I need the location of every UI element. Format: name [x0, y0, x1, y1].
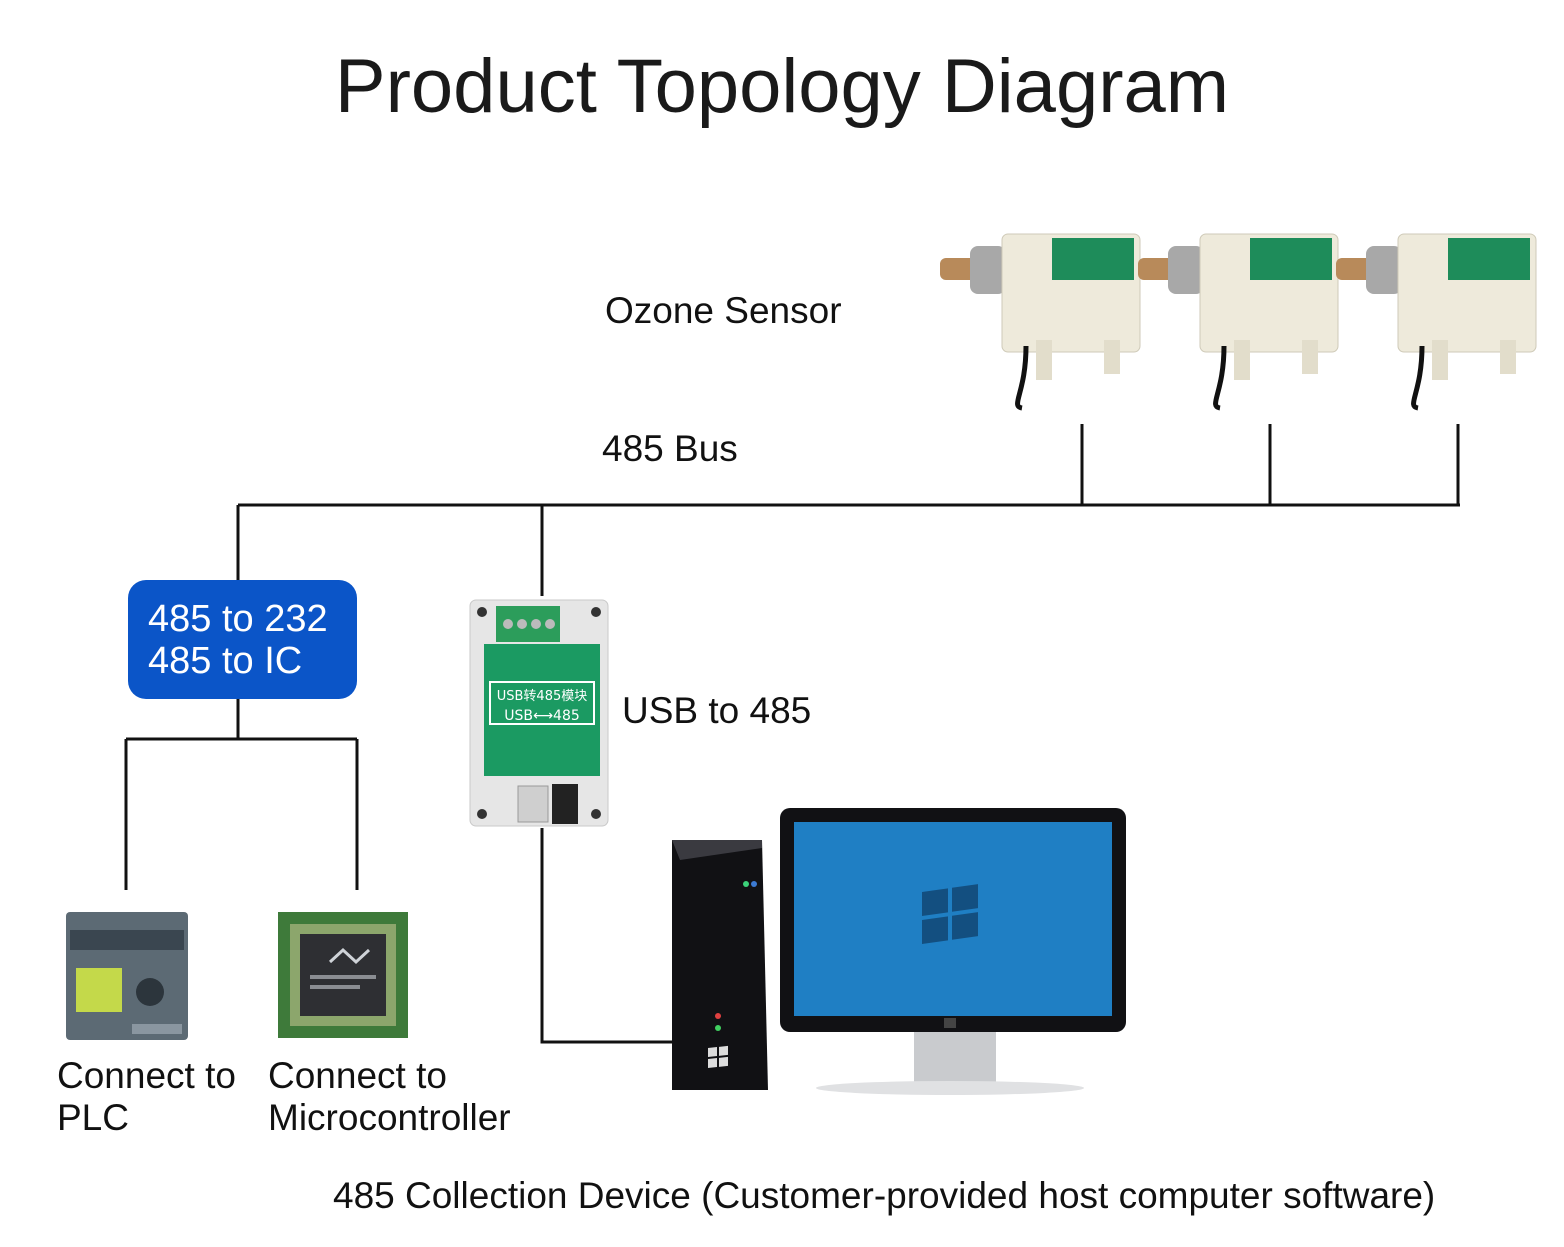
- pc-tower-icon: [672, 840, 768, 1090]
- plc-icon: [66, 912, 188, 1040]
- usb-485-module-icon: USB转485模块 USB⟷485: [469, 599, 609, 827]
- windows-logo-icon: [922, 884, 978, 944]
- wiring: [124, 424, 1460, 1044]
- windows-logo-icon: [708, 1045, 728, 1068]
- converter-line-2: 485 to IC: [148, 640, 303, 682]
- converter-line-1: 485 to 232: [148, 598, 328, 640]
- ozone-sensor-icon: [1138, 233, 1339, 411]
- ozone-sensor-label: Ozone Sensor: [605, 290, 842, 331]
- usb-to-pc-cable: [540, 828, 672, 1044]
- ozone-sensor-icon: [940, 233, 1141, 411]
- converter-branch: [124, 699, 359, 890]
- usb-module-cn-label: USB转485模块: [497, 689, 588, 704]
- mcu-label-line-2: Microcontroller: [268, 1097, 511, 1138]
- monitor-icon: [780, 808, 1126, 1095]
- mcu-label-line-1: Connect to: [268, 1055, 447, 1096]
- usb-to-485-label: USB to 485: [622, 690, 812, 731]
- bus-label: 485 Bus: [602, 428, 738, 469]
- plc-label: Connect to PLC: [57, 1055, 236, 1139]
- collection-device-label: 485 Collection Device (Customer-provided…: [333, 1175, 1436, 1216]
- usb-module-en-label: USB⟷485: [504, 708, 580, 724]
- microcontroller-icon: [278, 912, 408, 1038]
- converter-box: 485 to 232 485 to IC: [128, 580, 357, 699]
- plc-label-line-1: Connect to: [57, 1055, 236, 1096]
- page-title: Product Topology Diagram: [334, 44, 1230, 129]
- microcontroller-label: Connect to Microcontroller: [268, 1055, 511, 1139]
- ozone-sensor-icon: [1336, 233, 1537, 411]
- plc-label-line-2: PLC: [57, 1097, 129, 1138]
